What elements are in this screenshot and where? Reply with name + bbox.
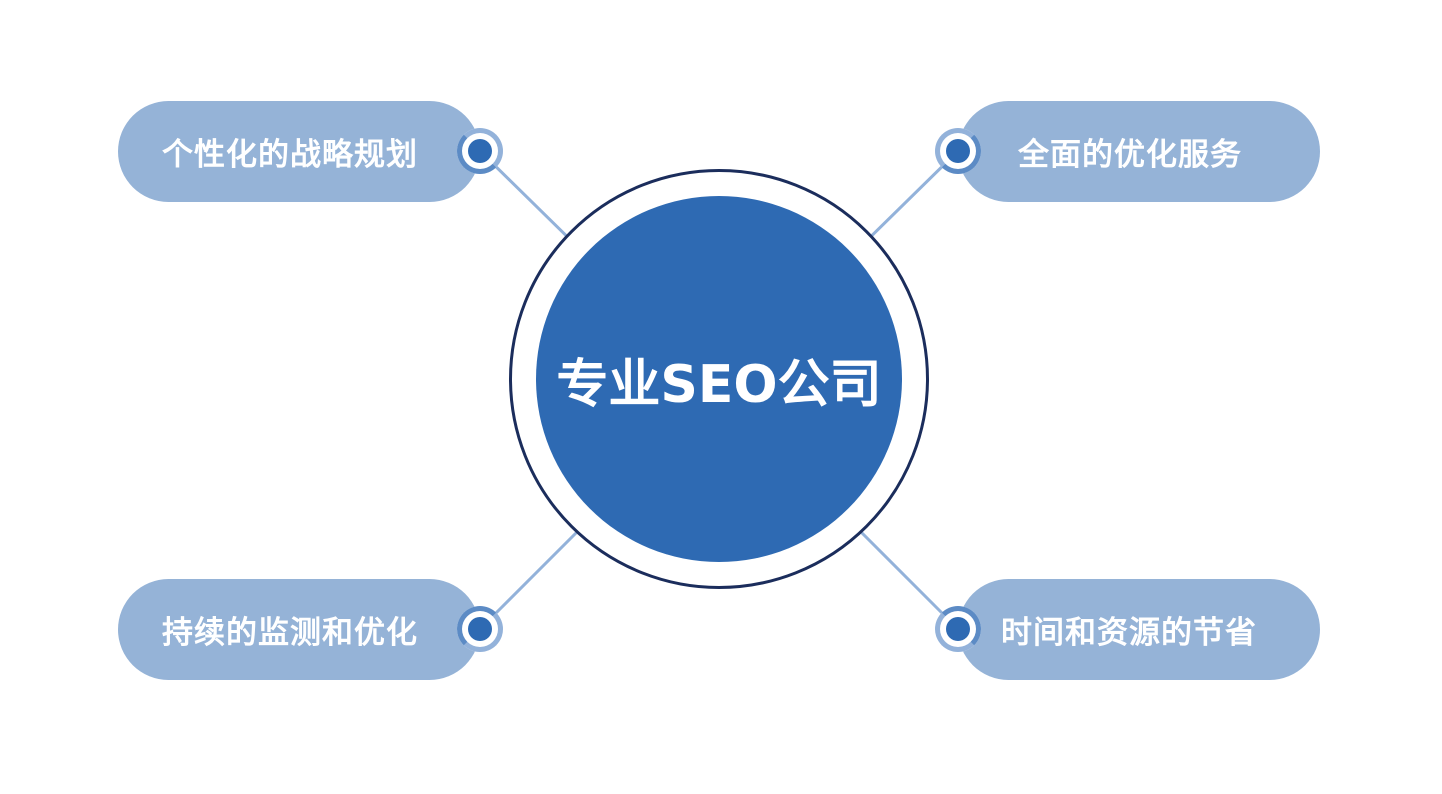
branch-label: 持续的监测和优化 xyxy=(162,615,418,651)
node-ring-icon xyxy=(457,606,503,652)
center-title: 专业SEO公司 xyxy=(556,354,882,415)
node-bottom-right xyxy=(935,606,981,652)
branch-bottom-right: 时间和资源的节省 xyxy=(958,579,1320,680)
node-top-left xyxy=(457,128,503,174)
branch-top-right: 全面的优化服务 xyxy=(958,101,1320,202)
node-dot-icon xyxy=(468,617,492,641)
node-top-right xyxy=(935,128,981,174)
center-hub: 专业SEO公司 xyxy=(536,196,902,562)
node-ring-icon xyxy=(935,606,981,652)
node-bottom-left xyxy=(457,606,503,652)
node-ring-icon xyxy=(457,128,503,174)
node-ring-icon xyxy=(935,128,981,174)
node-dot-icon xyxy=(946,139,970,163)
node-dot-icon xyxy=(468,139,492,163)
branch-label: 全面的优化服务 xyxy=(1018,137,1242,173)
node-dot-icon xyxy=(946,617,970,641)
branch-label: 时间和资源的节省 xyxy=(1001,615,1257,651)
branch-label: 个性化的战略规划 xyxy=(162,137,418,173)
branch-bottom-left: 持续的监测和优化 xyxy=(118,579,480,680)
branch-top-left: 个性化的战略规划 xyxy=(118,101,480,202)
